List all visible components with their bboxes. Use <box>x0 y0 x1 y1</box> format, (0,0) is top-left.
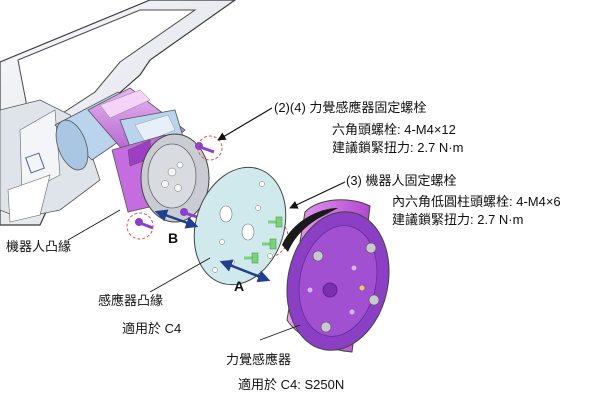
robot-flange <box>140 133 210 223</box>
direction-arrow-b <box>154 209 199 229</box>
callout-circle <box>126 212 154 240</box>
callout-circle <box>197 135 223 161</box>
callout-3-title: (3) 機器人固定螺栓 <box>346 173 457 188</box>
direction-arrow-a <box>219 259 271 283</box>
leader-line-robot-flange <box>67 209 121 241</box>
callout-3-line2: 建議鎖緊扭力: 2.7 N·m <box>392 212 524 227</box>
sensor-flange-bolts <box>244 216 283 264</box>
callout-3-line1: 內六角低圓柱頭螺栓: 4-M4×6 <box>392 194 561 209</box>
leader-line-force-sensor <box>259 324 301 341</box>
callout-2-4-title: (2)(4) 力覺感應器固定螺栓 <box>274 100 427 115</box>
direction-a-label: A <box>234 278 245 294</box>
robot-flange-label: 機器人凸緣 <box>6 239 72 254</box>
callout-2-4-line2: 建議鎖緊扭力: 2.7 N·m <box>332 140 464 155</box>
green-bolt <box>268 216 283 228</box>
leader-arrow-callout-3 <box>289 181 346 209</box>
leader-arrow-callout-2-4 <box>217 107 273 141</box>
sensor-flange <box>193 166 287 286</box>
direction-b-label: B <box>168 230 179 246</box>
purple-bolt <box>195 142 215 154</box>
sensor-flange-label: 感應器凸緣 <box>98 293 164 308</box>
force-sensor <box>282 199 390 353</box>
sensor-flange-subtitle: 適用於 C4 <box>122 321 182 336</box>
leader-line-sensor-flange <box>149 257 211 293</box>
green-bolt <box>262 238 277 250</box>
force-sensor-subtitle: 適用於 C4: S250N <box>238 377 345 392</box>
callout-2-4-line1: 六角頭螺栓: 4-M4×12 <box>332 122 456 137</box>
purple-bolt <box>135 218 154 230</box>
force-sensor-label: 力覺感應器 <box>226 352 292 367</box>
